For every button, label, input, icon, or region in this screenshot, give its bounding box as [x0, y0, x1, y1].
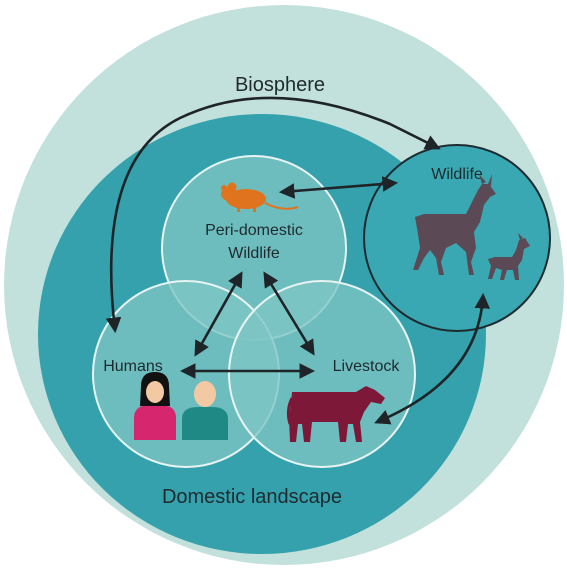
humans-label: Humans: [103, 358, 163, 375]
female-human-icon: [134, 372, 176, 440]
male-human-icon: [182, 381, 228, 440]
livestock-label: Livestock: [333, 358, 401, 375]
biosphere-label: Biosphere: [235, 74, 325, 96]
fawn-icon: [488, 233, 530, 280]
peri-domestic-label-line1: Peri-domestic: [205, 222, 303, 239]
arrow-biosphere-loop: [105, 96, 441, 334]
arrow-peri-humans: [194, 271, 243, 357]
wildlife-label: Wildlife: [431, 166, 483, 183]
arrow-rodent-wildlife: [278, 176, 399, 199]
arrow-peri-livestock: [263, 271, 315, 356]
peri-domestic-label-line2: Wildlife: [228, 245, 280, 262]
arrows: [105, 96, 491, 425]
domestic-landscape-label: Domestic landscape: [162, 486, 342, 508]
cow-icon: [286, 386, 385, 442]
arrow-wildlife-livestock: [374, 292, 491, 425]
